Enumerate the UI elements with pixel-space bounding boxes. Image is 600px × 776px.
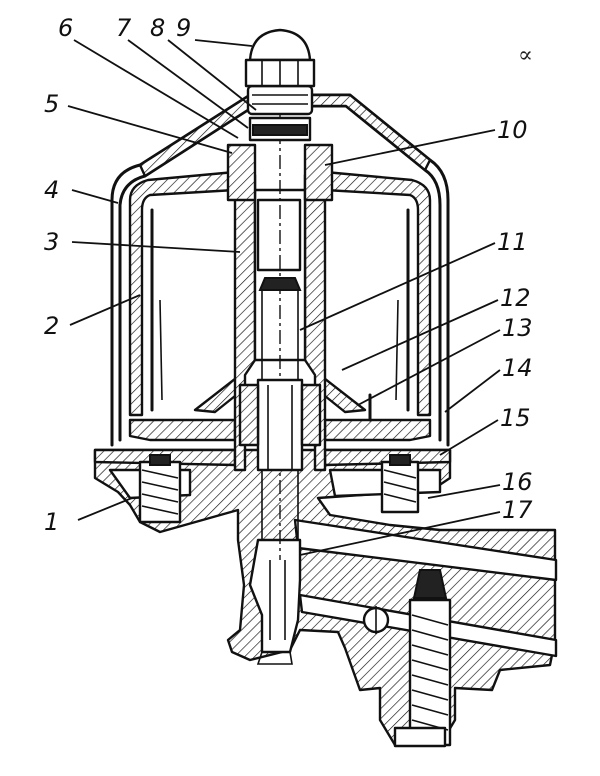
callout-3: 3 <box>44 228 59 256</box>
leader-1 <box>77 497 133 521</box>
callout-16: 16 <box>502 468 533 496</box>
leader-6 <box>73 39 239 139</box>
center-tube <box>226 28 334 560</box>
leader-2 <box>69 294 141 326</box>
callout-5: 5 <box>44 90 59 118</box>
callout-7: 7 <box>116 14 132 42</box>
leader-8 <box>167 39 257 111</box>
leader-17 <box>299 511 501 556</box>
leader-14 <box>444 369 501 413</box>
callout-8: 8 <box>150 14 165 42</box>
callout-9: 9 <box>176 14 191 42</box>
leader-16 <box>427 484 501 499</box>
callout-labels: 1 2 3 4 5 6 7 8 9 10 11 12 13 14 15 16 1… <box>44 14 533 536</box>
leader-11 <box>299 242 496 331</box>
base-plate <box>93 373 452 524</box>
callout-13: 13 <box>502 314 533 342</box>
filter-element <box>128 170 432 417</box>
leader-5 <box>67 105 233 154</box>
callout-15: 15 <box>500 404 531 432</box>
callout-10: 10 <box>497 116 528 144</box>
callout-17: 17 <box>502 496 533 524</box>
leader-12 <box>341 299 499 371</box>
leader-15 <box>439 419 499 456</box>
corner-mark: ∝ <box>518 43 533 68</box>
callout-11: 11 <box>497 228 528 256</box>
leader-3 <box>71 241 241 253</box>
callout-2: 2 <box>44 312 59 340</box>
leader-13 <box>357 329 501 406</box>
drain-tube <box>248 538 302 665</box>
leader-10 <box>324 129 496 166</box>
callout-6: 6 <box>58 14 73 42</box>
callout-12: 12 <box>500 284 531 312</box>
leader-9 <box>194 39 253 47</box>
leader-4 <box>71 189 119 204</box>
callout-4: 4 <box>44 176 59 204</box>
leader-lines <box>67 39 501 556</box>
callout-1: 1 <box>44 508 59 536</box>
relief-valve <box>393 569 452 748</box>
leader-7 <box>127 39 249 129</box>
callout-14: 14 <box>502 354 533 382</box>
